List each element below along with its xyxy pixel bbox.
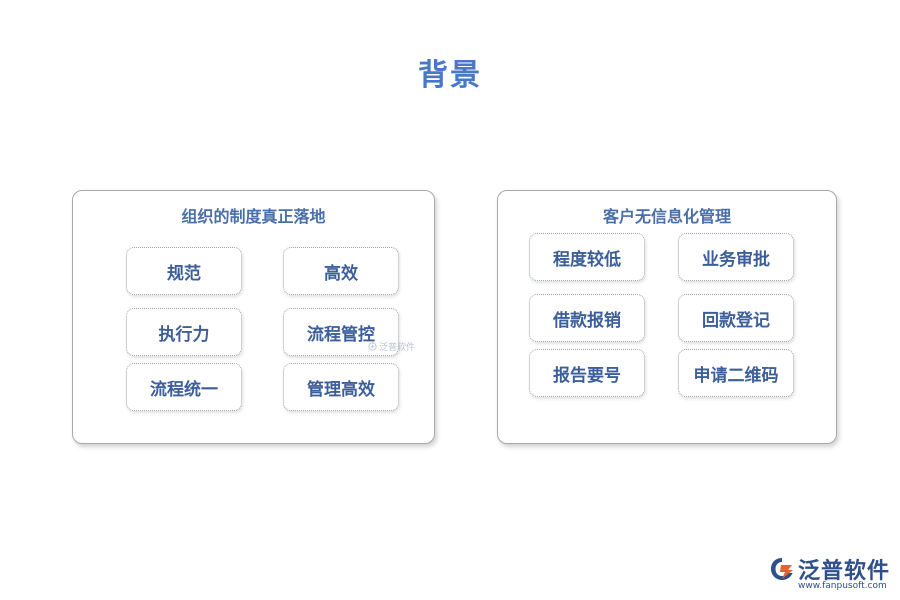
watermark-logo-icon — [368, 342, 377, 351]
item-box: 程度较低 — [529, 233, 645, 281]
watermark-text: 泛普软件 — [379, 343, 416, 353]
item-box: 借款报销 — [529, 294, 645, 342]
item-box: 报告要号 — [529, 349, 645, 397]
item-box: 回款登记 — [678, 294, 794, 342]
item-box: 规范 — [126, 247, 242, 295]
brand-name: 泛普软件 — [798, 559, 891, 584]
watermark: 泛普软件 — [368, 340, 415, 353]
item-box: 管理高效 — [283, 363, 399, 411]
fanpu-logo-icon — [771, 558, 793, 580]
item-box: 高效 — [283, 247, 399, 295]
item-box: 执行力 — [126, 308, 242, 356]
item-box: 业务审批 — [678, 233, 794, 281]
brand-url: www.fanpusoft.com — [798, 581, 887, 591]
page-title: 背景 — [418, 58, 482, 93]
panel-heading: 组织的制度真正落地 — [181, 207, 326, 226]
panel-heading: 客户无信息化管理 — [602, 207, 731, 226]
item-box: 流程管控 — [283, 308, 399, 356]
item-box: 流程统一 — [126, 363, 242, 411]
panel-organization: 组织的制度真正落地 规范 高效 执行力 流程管控 流程统一 管理高效 泛普软件 — [72, 190, 435, 444]
item-box: 申请二维码 — [678, 349, 794, 397]
brand-logo: 泛普软件 www.fanpusoft.com — [768, 553, 892, 593]
panel-client: 客户无信息化管理 程度较低 业务审批 借款报销 回款登记 报告要号 申请二维码 — [497, 190, 837, 444]
